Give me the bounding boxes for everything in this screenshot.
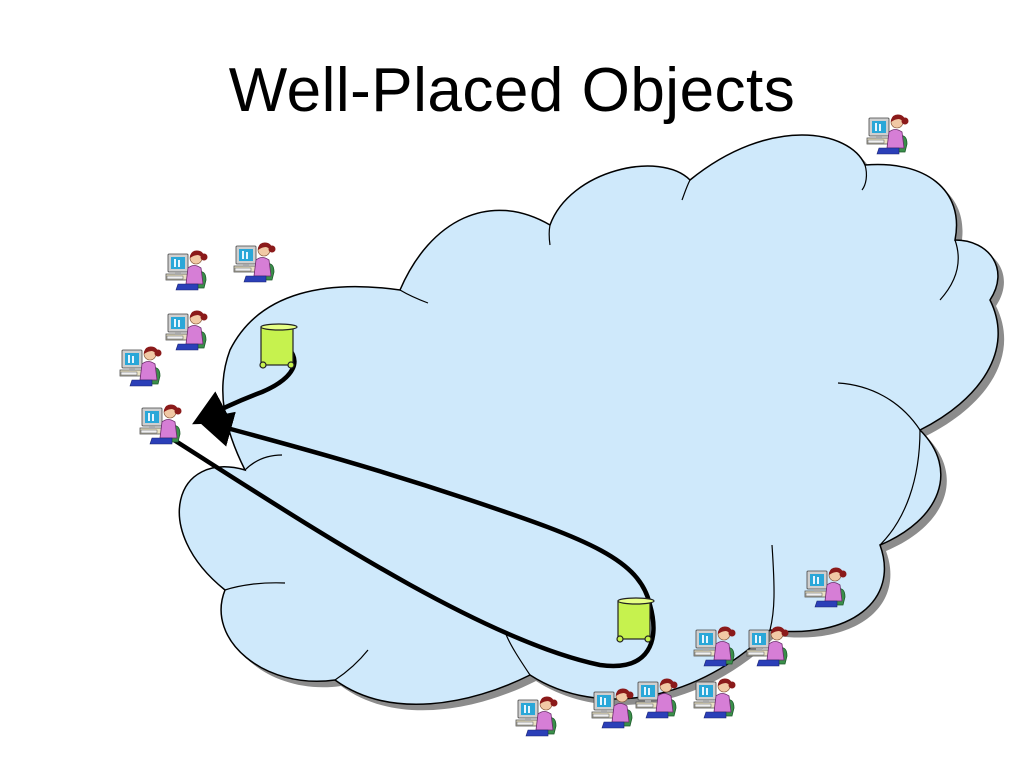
slide-title: Well-Placed Objects — [228, 56, 796, 125]
object-icon-far — [616, 597, 655, 643]
user-icon — [866, 114, 909, 155]
user-icon — [165, 310, 208, 351]
user-icon — [591, 688, 634, 729]
network-cloud — [178, 134, 999, 705]
cloud-inner-lines — [224, 164, 959, 681]
user-icon — [635, 678, 678, 719]
user-icon — [515, 696, 558, 737]
user-icon — [165, 250, 208, 291]
object-icon-near — [259, 323, 298, 369]
user-icon-client — [139, 404, 182, 445]
user-icon — [746, 626, 789, 667]
user-icon — [693, 678, 736, 719]
user-icon — [119, 346, 162, 387]
user-icon — [233, 242, 276, 283]
